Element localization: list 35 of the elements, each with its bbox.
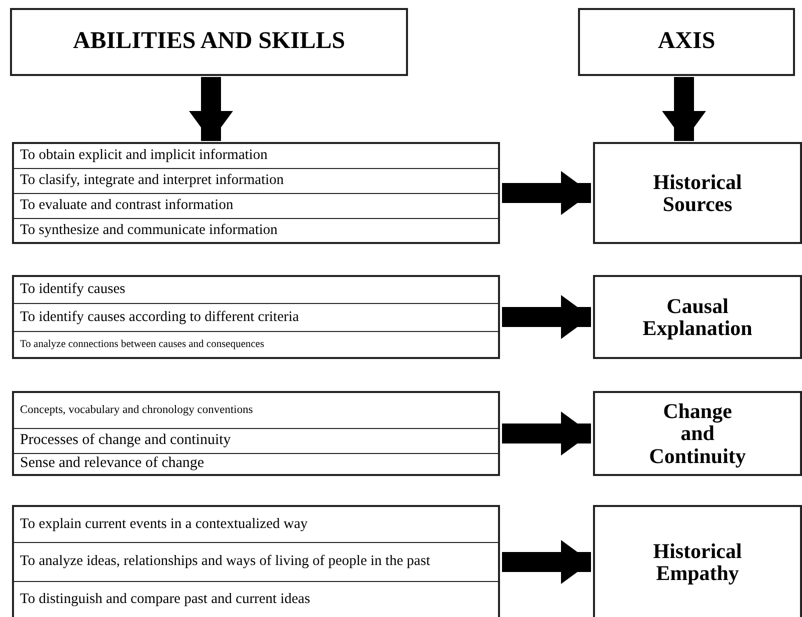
block-arrow — [189, 77, 233, 141]
column-header — [10, 8, 408, 76]
skills-group-box — [12, 142, 500, 244]
skill-text: To identify causes according to different criteria — [20, 310, 299, 326]
skill-text: Processes of change and continuity — [20, 433, 231, 449]
block-arrow — [662, 77, 706, 141]
block-arrow — [502, 295, 591, 339]
block-arrow — [502, 540, 591, 584]
skill-text: To evaluate and contrast information — [20, 198, 234, 214]
axis-title: Historical Sources — [653, 170, 742, 216]
column-header — [578, 8, 795, 76]
axis-box — [593, 142, 802, 244]
skill-text: Sense and relevance of change — [20, 456, 204, 472]
skill-text: To clasify, integrate and interpret information — [20, 173, 284, 189]
skill-text: To synthesize and communicate information — [20, 222, 278, 238]
axis-title: Causal Explanation — [642, 294, 752, 340]
skill-text: Concepts, vocabulary and chronology conventions — [20, 404, 253, 417]
skill-text: To explain current events in a contextualized way — [20, 516, 308, 532]
skills-group-box — [12, 391, 500, 476]
column-title: ABILITIES AND SKILLS — [72, 29, 346, 55]
block-arrow — [502, 171, 591, 215]
column-title: AXIS — [658, 29, 716, 55]
axis-title: Historical Empathy — [653, 540, 742, 584]
skill-text: To analyze connections between causes and consequences — [20, 338, 264, 350]
axis-box — [593, 505, 802, 617]
axis-title: Change and Continuity — [649, 400, 746, 467]
skills-group-box — [12, 275, 500, 359]
skills-group-box — [12, 505, 500, 617]
skill-text: To identify causes — [20, 282, 126, 298]
skill-text: To obtain explicit and implicit information — [20, 148, 268, 164]
axis-box — [593, 275, 802, 359]
skill-text: To distinguish and compare past and current ideas — [20, 592, 310, 608]
block-arrow — [502, 412, 591, 456]
axis-box — [593, 391, 802, 476]
skill-text: To analyze ideas, relationships and ways of living of people in the past — [20, 554, 430, 570]
